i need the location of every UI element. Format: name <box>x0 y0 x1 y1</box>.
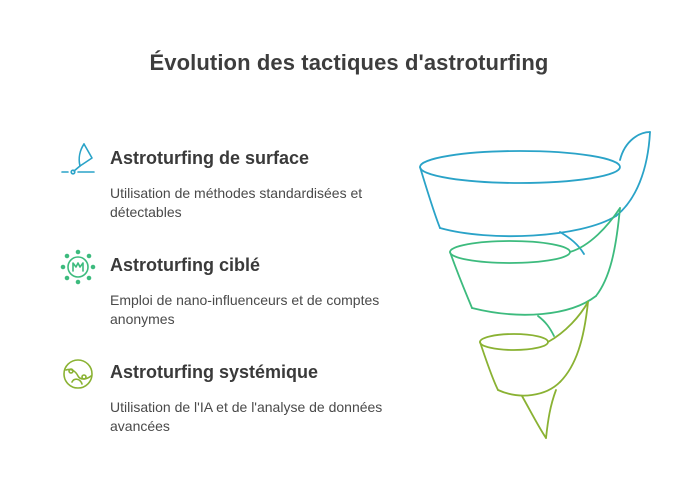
tactic-description: Utilisation de l'IA et de l'analyse de d… <box>110 399 383 434</box>
spiral-funnel-graphic <box>400 120 680 460</box>
tactic-heading: Astroturfing ciblé <box>110 255 261 275</box>
tactic-description: Emploi de nano-influenceurs et de compte… <box>110 292 380 327</box>
tactic-description: Utilisation de méthodes standardisées et… <box>110 185 363 220</box>
systemic-network-icon <box>58 354 98 394</box>
funnel-band-surface <box>419 131 651 255</box>
surface-dish-icon <box>58 140 98 180</box>
funnel-band-targeted <box>449 207 621 337</box>
tactic-heading: Astroturfing de surface <box>110 148 310 168</box>
targeted-badge-icon <box>58 247 98 287</box>
page-title: Évolution des tactiques d'astroturfing <box>149 50 549 75</box>
funnel-band-systemic <box>479 301 589 439</box>
tactic-heading: Astroturfing systémique <box>110 362 319 382</box>
